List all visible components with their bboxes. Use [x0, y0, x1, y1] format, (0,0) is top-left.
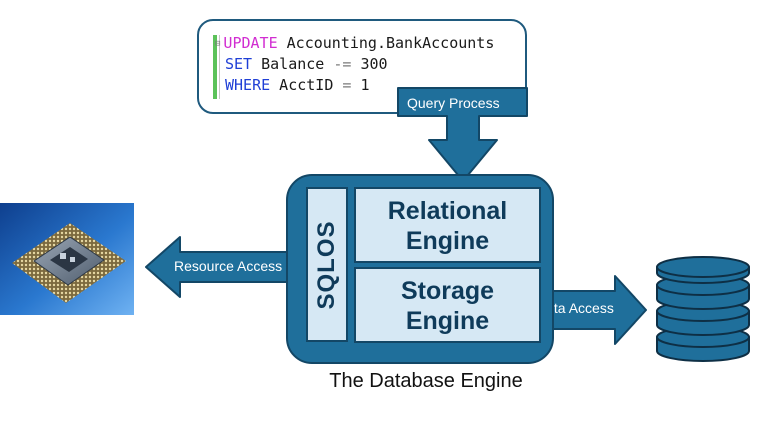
- storage-engine-label-line1: Storage: [400, 277, 495, 305]
- sqlos-label: SQLOS: [313, 219, 340, 310]
- code-line-where: WHERE AcctID = 1: [225, 75, 370, 96]
- code-change-bar: [213, 35, 217, 99]
- code-line-update: ⊟UPDATE Accounting.BankAccounts: [215, 33, 495, 57]
- code-operator-minus-equals: -=: [333, 55, 352, 73]
- code-operator-equals: =: [342, 76, 352, 94]
- query-process-label: Query Process: [407, 95, 500, 111]
- sql-code-box: ⊟UPDATE Accounting.BankAccounts SET Bala…: [197, 19, 527, 114]
- storage-engine-panel: Storage Engine: [354, 267, 541, 343]
- sqlos-panel: SQLOS: [306, 187, 348, 342]
- code-value-300: 300: [351, 55, 388, 73]
- storage-engine-label-line2: Engine: [405, 307, 490, 335]
- database-cylinder-icon: [656, 256, 750, 362]
- query-process-arrow: [397, 87, 528, 182]
- code-column-acctid: AcctID: [270, 76, 343, 94]
- cpu-chip-image: [0, 203, 134, 315]
- code-keyword-update: UPDATE: [223, 34, 278, 52]
- relational-engine-label-line2: Engine: [405, 227, 490, 255]
- relational-engine-panel: Relational Engine: [354, 187, 541, 263]
- code-column-balance: Balance: [252, 55, 334, 73]
- code-value-1: 1: [351, 76, 370, 94]
- relational-engine-label-line1: Relational: [387, 197, 508, 225]
- data-access-label: Data Access: [536, 300, 614, 316]
- code-table-name: Accounting.BankAccounts: [277, 34, 495, 52]
- fold-marker-icon: ⊟: [215, 39, 221, 49]
- code-gutter-line: [219, 35, 220, 99]
- code-keyword-set: SET: [225, 55, 253, 73]
- resource-access-label: Resource Access: [174, 258, 283, 274]
- code-line-set: SET Balance -= 300: [225, 54, 388, 75]
- code-keyword-where: WHERE: [225, 76, 271, 94]
- diagram-caption: The Database Engine: [329, 370, 523, 392]
